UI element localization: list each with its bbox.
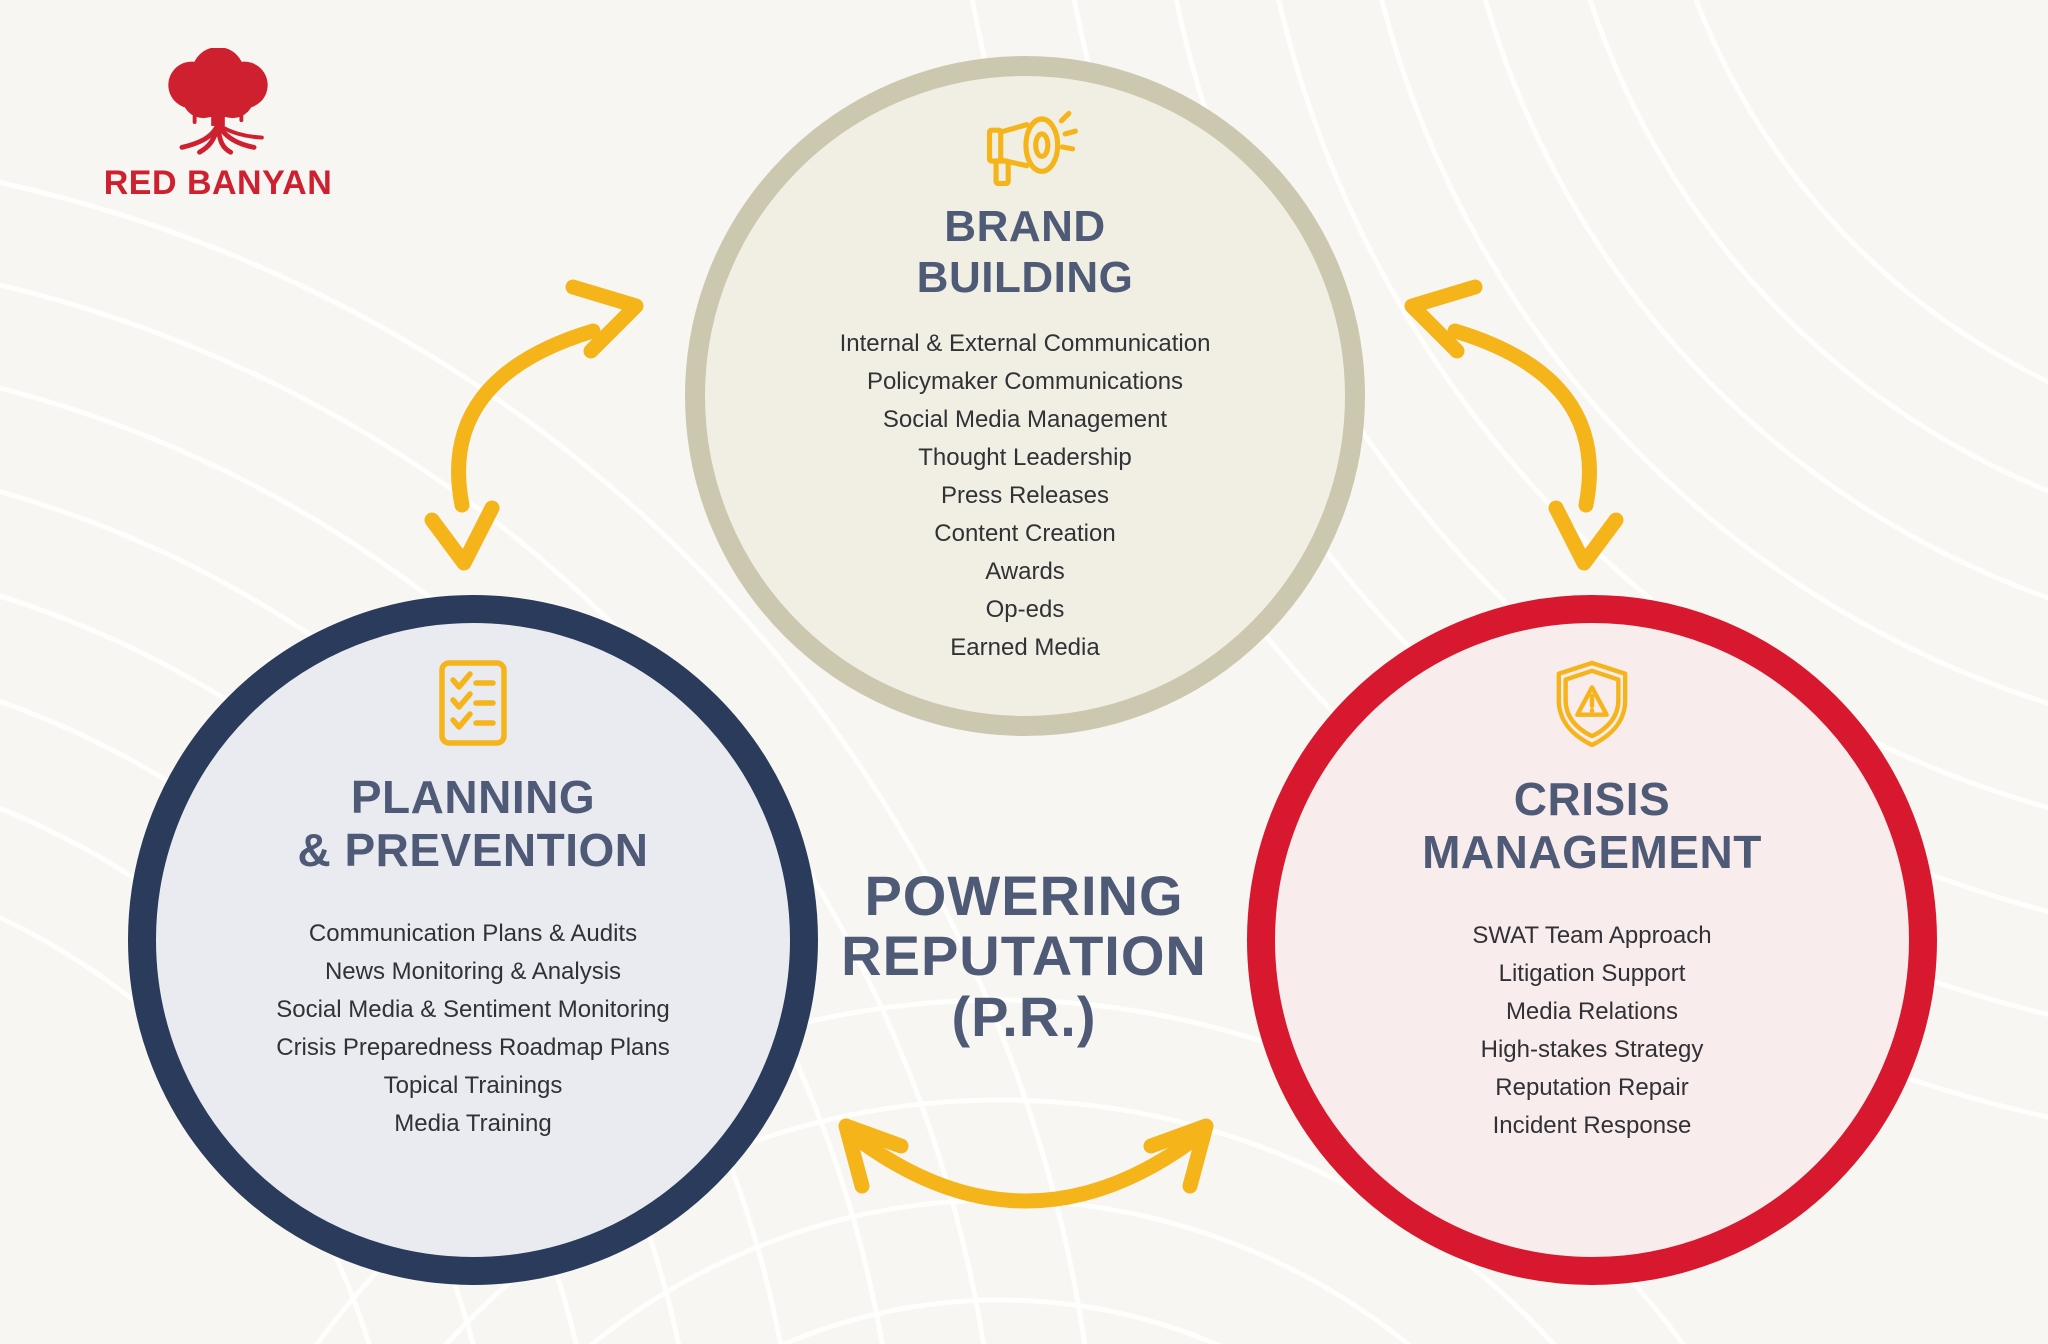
center-label-line: POWERING xyxy=(864,864,1184,927)
list-item: Social Media Management xyxy=(882,406,1168,434)
logo-wordmark: RED BANYAN xyxy=(103,164,333,202)
title-line: BUILDING xyxy=(916,252,1134,302)
list-item: Internal & External Communication xyxy=(839,330,1211,358)
list-item: Media Training xyxy=(394,1109,552,1137)
list-item: Topical Trainings xyxy=(383,1071,563,1099)
crisis-management-circle: CRISIS MANAGEMENT SWAT Team Approach Lit… xyxy=(1247,595,1937,1285)
crisis-management-title: CRISIS MANAGEMENT xyxy=(1422,773,1762,879)
powering-reputation-label: POWERING REPUTATION (P.R.) xyxy=(724,864,1324,1048)
list-item: Social Media & Sentiment Monitoring xyxy=(276,995,670,1023)
planning-prevention-title: PLANNING & PREVENTION xyxy=(297,771,648,877)
list-item: News Monitoring & Analysis xyxy=(324,957,622,985)
list-item: High-stakes Strategy xyxy=(1480,1035,1704,1063)
list-item: Incident Response xyxy=(1492,1111,1692,1139)
list-item: Crisis Preparedness Roadmap Plans xyxy=(276,1033,670,1061)
brand-crisis-arrow xyxy=(1404,279,1624,571)
banyan-tree-icon xyxy=(168,48,268,155)
planning-crisis-arrow xyxy=(838,1118,1214,1209)
list-item: Communication Plans & Audits xyxy=(308,919,638,947)
red-banyan-logo: RED BANYAN xyxy=(96,48,340,203)
list-item: Earned Media xyxy=(950,634,1100,662)
title-line: & PREVENTION xyxy=(297,823,649,876)
list-item: Policymaker Communications xyxy=(866,368,1184,396)
list-item: Reputation Repair xyxy=(1495,1073,1689,1101)
shield-alert-icon xyxy=(1556,660,1628,748)
list-item: SWAT Team Approach xyxy=(1472,921,1712,949)
planning-prevention-list: Communication Plans & Audits News Monito… xyxy=(276,915,670,1143)
title-line: MANAGEMENT xyxy=(1422,825,1762,878)
list-item: Content Creation xyxy=(934,520,1116,548)
title-line: BRAND xyxy=(944,202,1106,251)
list-item: Op-eds xyxy=(985,596,1065,624)
center-label-line: (P.R.) xyxy=(951,984,1097,1048)
list-item: Press Releases xyxy=(940,482,1110,510)
center-label-line: REPUTATION xyxy=(841,924,1207,988)
brand-building-circle: BRAND BUILDING Internal & External Commu… xyxy=(685,56,1365,736)
crisis-management-list: SWAT Team Approach Litigation Support Me… xyxy=(1472,917,1711,1145)
list-item: Media Relations xyxy=(1505,997,1679,1025)
list-item: Awards xyxy=(985,558,1065,586)
planning-prevention-circle: PLANNING & PREVENTION Communication Plan… xyxy=(128,595,818,1285)
planning-brand-arrow xyxy=(424,279,644,571)
title-line: CRISIS xyxy=(1513,773,1671,825)
checklist-icon xyxy=(439,660,507,746)
list-item: Litigation Support xyxy=(1498,959,1686,987)
brand-building-title: BRAND BUILDING xyxy=(917,202,1134,303)
list-item: Thought Leadership xyxy=(918,444,1132,472)
brand-building-list: Internal & External Communication Policy… xyxy=(840,325,1211,667)
title-line: PLANNING xyxy=(350,771,596,823)
megaphone-icon xyxy=(986,110,1078,186)
